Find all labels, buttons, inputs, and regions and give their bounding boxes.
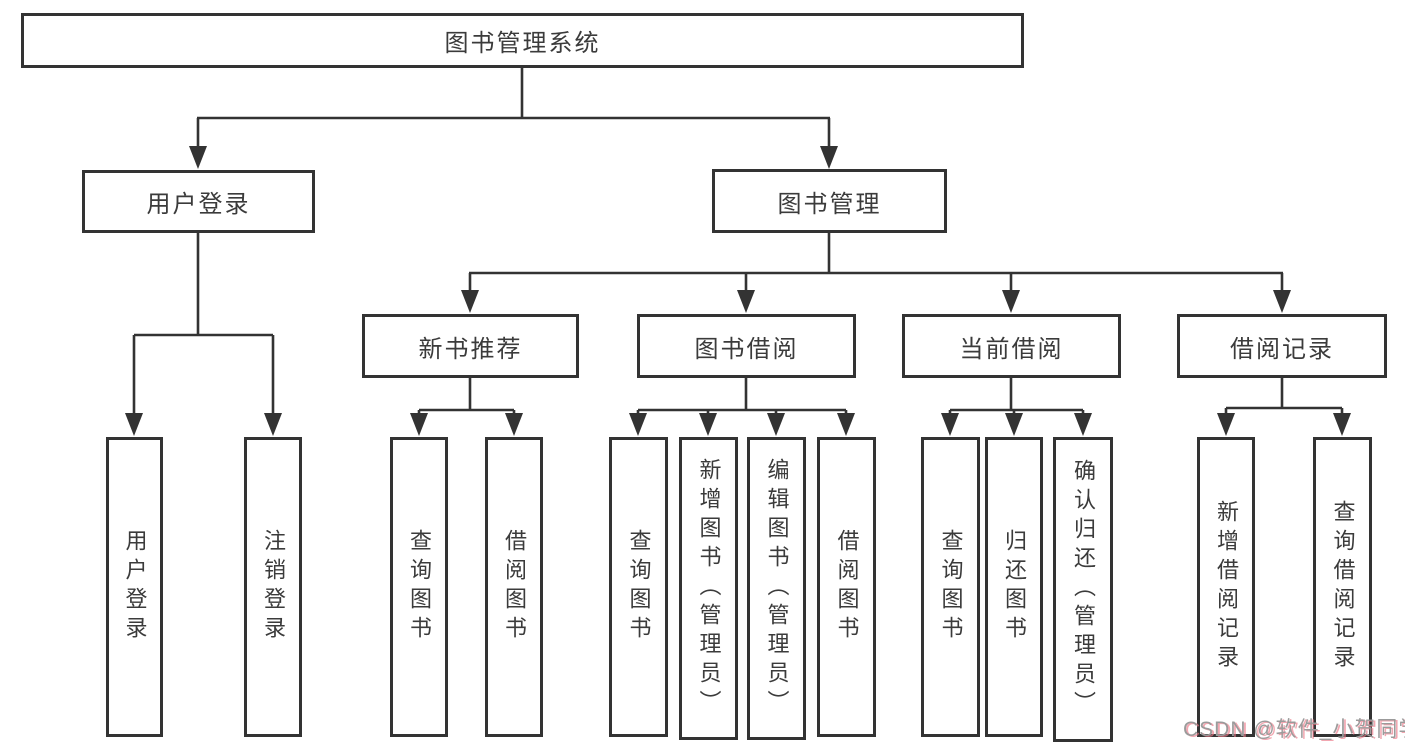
connector-new-books-to-leaves — [410, 378, 523, 436]
node-book-mgmt: 图书管理 — [712, 169, 947, 233]
leaf-newbooks-borrow: 借阅图书 — [485, 437, 543, 737]
leaf-current-query: 查询图书 — [921, 437, 980, 737]
node-new-books: 新书推荐 — [362, 314, 579, 378]
connector-book-mgmt-to-level2 — [461, 233, 1291, 313]
leaf-logout: 注销登录 — [244, 437, 302, 737]
leaf-records-add: 新增借阅记录 — [1197, 437, 1255, 737]
leaf-borrowing-query: 查询图书 — [609, 437, 668, 737]
node-current-borrow: 当前借阅 — [902, 314, 1121, 378]
node-borrowing: 图书借阅 — [637, 314, 856, 378]
leaf-borrowing-borrow: 借阅图书 — [817, 437, 876, 737]
connector-root-to-level1 — [189, 68, 838, 169]
node-borrow-records: 借阅记录 — [1177, 314, 1387, 378]
leaf-current-confirm-admin: 确认归还（管理员） — [1053, 437, 1113, 742]
node-root: 图书管理系统 — [21, 13, 1024, 68]
connector-borrowing-to-leaves — [629, 378, 855, 436]
leaf-borrowing-add-admin: 新增图书（管理员） — [679, 437, 738, 740]
connector-records-to-leaves — [1217, 378, 1351, 436]
connector-current-to-leaves — [941, 378, 1092, 436]
leaf-current-return: 归还图书 — [985, 437, 1043, 737]
watermark: CSDN @软件_小贺同学 — [1183, 718, 1405, 741]
connector-user-login-to-leaves — [125, 233, 282, 436]
leaf-borrowing-edit-admin: 编辑图书（管理员） — [747, 437, 806, 740]
leaf-records-query: 查询借阅记录 — [1313, 437, 1372, 737]
leaf-newbooks-query: 查询图书 — [390, 437, 448, 737]
leaf-user-login: 用户登录 — [106, 437, 163, 737]
node-user-login: 用户登录 — [82, 170, 315, 233]
